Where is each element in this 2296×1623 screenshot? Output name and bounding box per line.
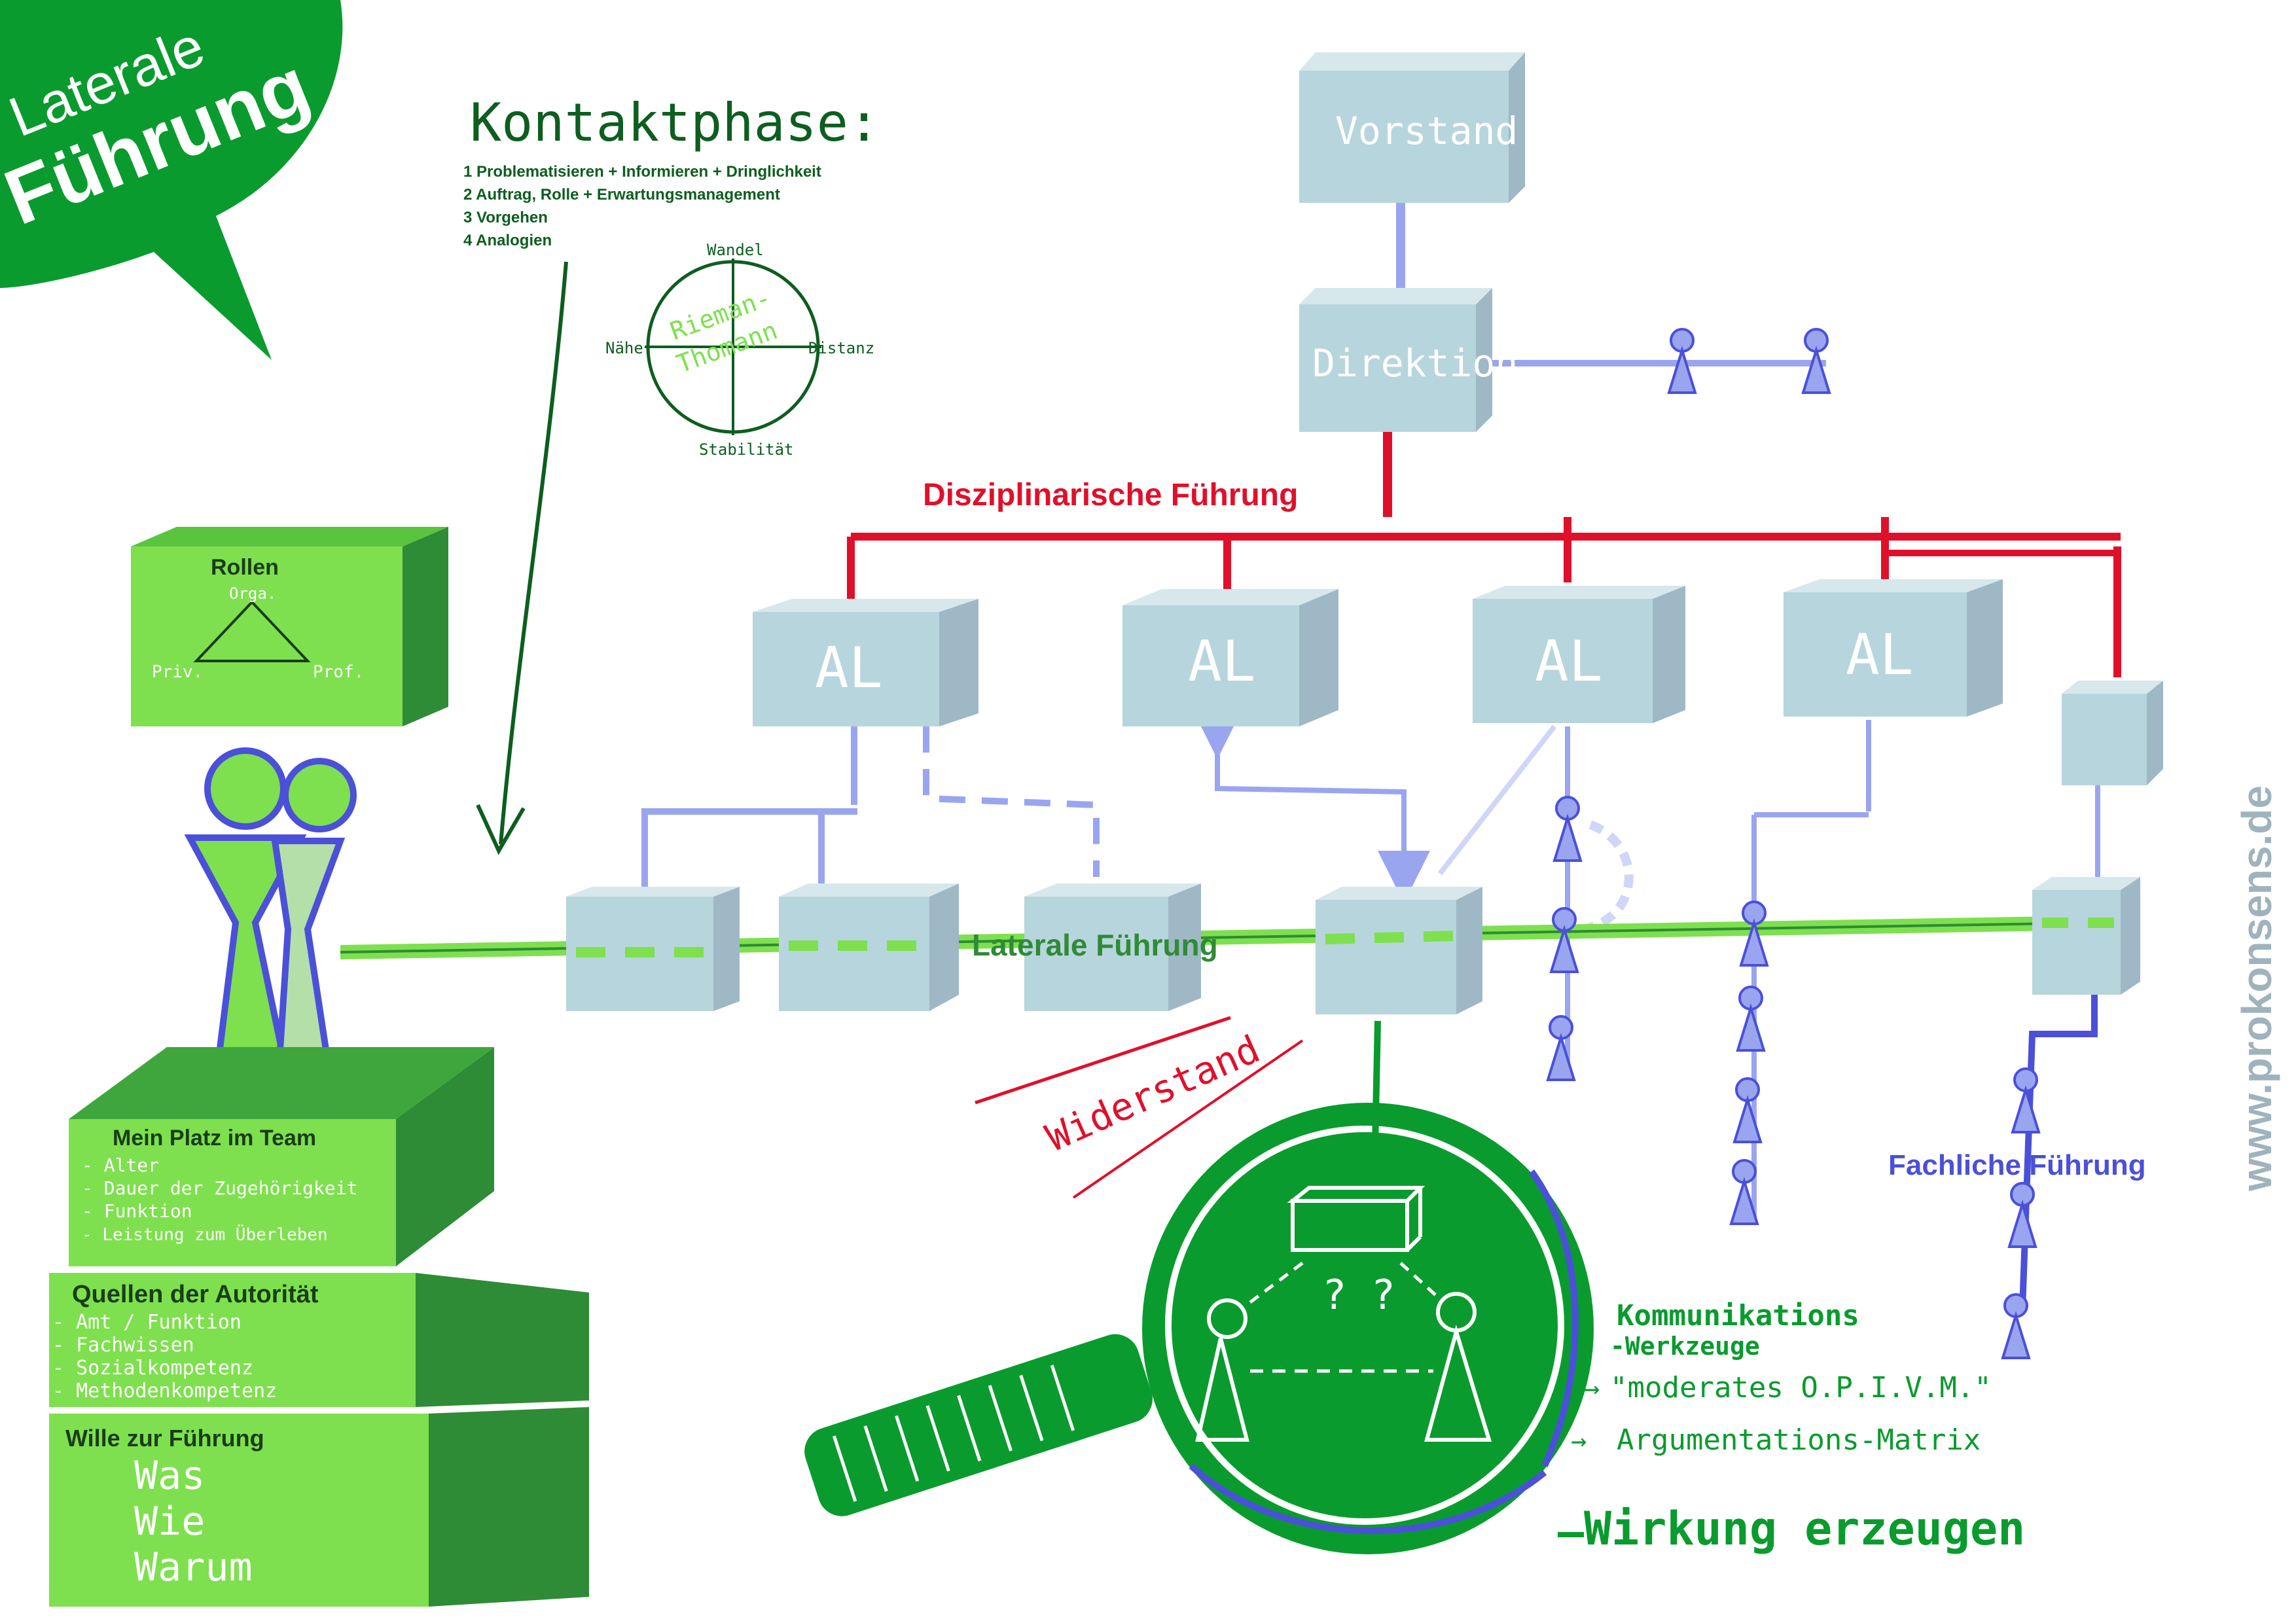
lateral-label: Laterale Führung — [972, 928, 1218, 962]
tools-title-2: -Werkzeuge — [1610, 1332, 1760, 1361]
riemann-thomann: Wandel Stabilität Nähe Distanz Rieman- T… — [605, 241, 874, 459]
rollen-title: Rollen — [211, 555, 279, 580]
pawns — [1546, 328, 2041, 1359]
box-lower-3 — [1024, 883, 1201, 1011]
quellen-item-3: - Sozialkompetenz — [52, 1357, 253, 1380]
box-al-2: AL — [1122, 589, 1338, 726]
box-small-right — [2062, 681, 2163, 785]
wille-title: Wille zur Führung — [65, 1425, 264, 1452]
website: www.prokonsens.de — [2233, 785, 2280, 1192]
tools-title-1: Kommunikations — [1617, 1299, 1859, 1332]
riemann-left: Nähe — [605, 339, 643, 357]
kontakt-arrow — [499, 261, 568, 845]
kontakt-title: Kontaktphase: — [470, 92, 880, 153]
platz-item-3: - Funktion — [82, 1200, 192, 1222]
box-lower-2 — [779, 883, 959, 1011]
rollen-right: Prof. — [313, 662, 364, 682]
riemann-top: Wandel — [707, 241, 764, 259]
al-3-label: AL — [1535, 629, 1603, 694]
magnifier: ? ? — [800, 1020, 1594, 1554]
platz-title: Mein Platz im Team — [113, 1126, 316, 1150]
kontakt-item-2: 2 Auftrag, Rolle + Erwartungsmanagement — [463, 186, 780, 204]
quellen-title: Quellen der Autorität — [72, 1281, 319, 1308]
kontakt-arrowhead — [476, 804, 526, 855]
quellen-item-4: - Methodenkompetenz — [52, 1380, 277, 1402]
box-al-3: AL — [1473, 586, 1685, 723]
rollen-left: Priv. — [152, 662, 203, 682]
box-lower-4 — [1316, 887, 1482, 1014]
kontakt-item-1: 1 Problematisieren + Informieren + Dring… — [463, 163, 821, 181]
wille-item-3: Warum — [134, 1544, 253, 1590]
kontakt-item-3: 3 Vorgehen — [463, 209, 548, 226]
quellen-item-1: - Amt / Funktion — [52, 1311, 242, 1334]
badge: Laterale Führung — [0, 0, 343, 360]
tools-arrow-1: → — [1584, 1374, 1600, 1404]
box-direktion: Direktion — [1299, 288, 1518, 432]
kontaktphase: Kontaktphase: 1 Problematisieren + Infor… — [463, 92, 880, 855]
steps: Mein Platz im Team - Alter - Dauer der Z… — [49, 1047, 589, 1607]
tools-item-2: Argumentations-Matrix — [1617, 1423, 1981, 1457]
platz-item-4: - Leistung zum Überleben — [82, 1224, 328, 1245]
tools: Kommunikations -Werkzeuge → "moderates O… — [1558, 1299, 2025, 1556]
disziplinarisch-label: Disziplinarische Führung — [923, 478, 1298, 512]
platz-item-2: - Dauer der Zugehörigkeit — [82, 1177, 357, 1199]
wille-item-2: Wie — [134, 1499, 205, 1544]
tools-arrow-2: → — [1571, 1426, 1587, 1456]
tools-item-1: "moderates O.P.I.V.M." — [1610, 1371, 1992, 1404]
al-1-label: AL — [815, 635, 883, 701]
box-lower-right — [2032, 877, 2140, 995]
tools-wirkung: Wirkung erzeugen — [1584, 1502, 2025, 1556]
box-al-4: AL — [1784, 579, 2003, 717]
rollen-box: Rollen Orga. Priv. Prof. — [131, 527, 448, 726]
box-lower-1 — [566, 887, 740, 1011]
rollen-top: Orga. — [229, 584, 276, 603]
riemann-bottom: Stabilität — [699, 440, 794, 459]
widerstand-label: Widerstand — [1039, 1027, 1266, 1160]
riemann-right: Distanz — [808, 339, 874, 357]
fachlich-label: Fachliche Führung — [1888, 1149, 2146, 1181]
box-vorstand: Vorstand — [1299, 52, 1525, 203]
al-2-label: AL — [1188, 629, 1256, 694]
direktion-label: Direktion — [1312, 341, 1518, 385]
magnifier-symbols: ? ? — [1322, 1271, 1395, 1319]
al-4-label: AL — [1846, 622, 1914, 688]
kontakt-item-4: 4 Analogien — [463, 232, 552, 249]
people-icon — [184, 747, 357, 1083]
quellen-item-2: - Fachwissen — [52, 1334, 194, 1357]
box-al-1: AL — [753, 599, 978, 726]
platz-item-1: - Alter — [82, 1154, 159, 1176]
vorstand-label: Vorstand — [1335, 109, 1518, 153]
wille-item-1: Was — [134, 1453, 205, 1499]
